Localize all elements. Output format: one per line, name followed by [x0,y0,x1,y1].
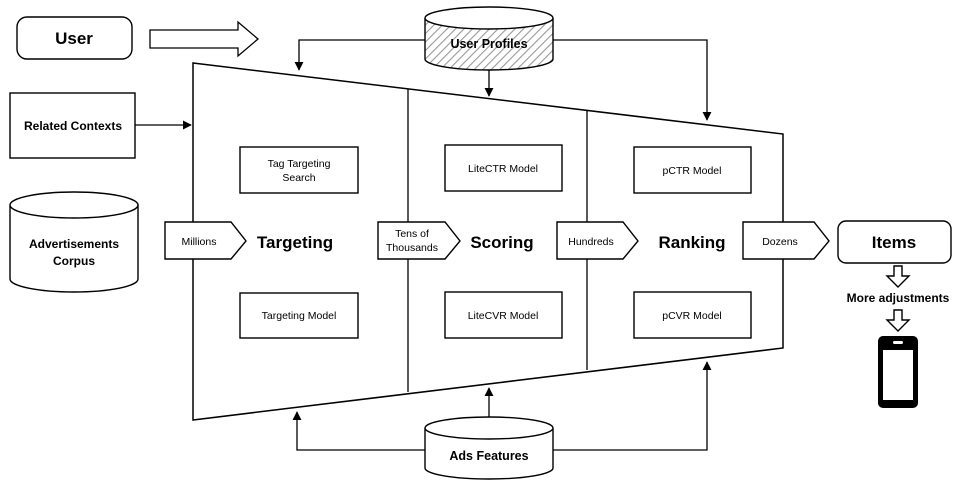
smartphone-icon [878,336,918,408]
svg-text:Millions: Millions [181,236,216,248]
pcvr-model-box: pCVR Model [633,291,752,339]
user-profiles-database: User Profiles [424,6,554,71]
targeting-stage: Millions Targeting Tag Targeting Search … [164,146,359,339]
svg-text:Corpus: Corpus [53,254,95,268]
svg-text:LiteCVR Model: LiteCVR Model [468,310,539,322]
tens-of-thousands-arrow-icon: Tens of Thousands [377,221,461,260]
hundreds-arrow-icon: Hundreds [556,221,639,260]
svg-text:Ads Features: Ads Features [449,449,528,463]
svg-text:LiteCTR Model: LiteCTR Model [468,163,538,175]
svg-text:pCVR Model: pCVR Model [662,310,722,322]
svg-text:Thousands: Thousands [386,242,438,254]
down-arrow-icon [885,265,911,288]
svg-text:pCTR Model: pCTR Model [663,165,722,177]
ranking-stage: Hundreds Ranking pCTR Model pCVR Model D… [556,146,830,339]
ads-features-connectors [292,361,712,451]
scoring-stage: Tens of Thousands Scoring LiteCTR Model … [377,144,563,339]
litectr-model-box: LiteCTR Model [444,144,563,192]
items-box: Items [837,220,952,264]
targeting-title: Targeting [257,233,333,252]
litecvr-model-box: LiteCVR Model [444,291,563,339]
millions-arrow-icon: Millions [164,221,247,260]
tag-targeting-search-box: Tag Targeting Search [239,146,359,194]
database-icon: User Profiles [450,37,527,51]
svg-text:Items: Items [872,233,916,252]
targeting-model-box: Targeting Model [239,292,359,339]
more-adjustments-label: More adjustments [847,291,950,305]
dozens-arrow-icon: Dozens [742,221,830,260]
user-profiles-connectors [294,39,712,121]
svg-text:Tag Targeting: Tag Targeting [268,158,331,170]
advertisements-corpus-database: Advertisements Corpus [9,191,139,293]
user-arrow-icon [149,20,260,58]
user-box: User [16,16,133,60]
svg-text:Hundreds: Hundreds [568,236,614,248]
svg-text:Related Contexts: Related Contexts [24,119,122,133]
svg-text:User: User [55,29,93,48]
ads-features-database: Ads Features [424,416,554,480]
svg-text:Advertisements: Advertisements [29,237,119,251]
svg-text:Search: Search [282,172,315,184]
scoring-title: Scoring [470,233,533,252]
svg-text:Targeting Model: Targeting Model [262,310,337,322]
down-arrow-icon [885,309,911,332]
svg-text:Tens of: Tens of [395,228,429,240]
related-contexts-box: Related Contexts [9,92,136,159]
ranking-title: Ranking [658,233,725,252]
pctr-model-box: pCTR Model [633,146,752,194]
svg-text:Dozens: Dozens [762,236,798,248]
